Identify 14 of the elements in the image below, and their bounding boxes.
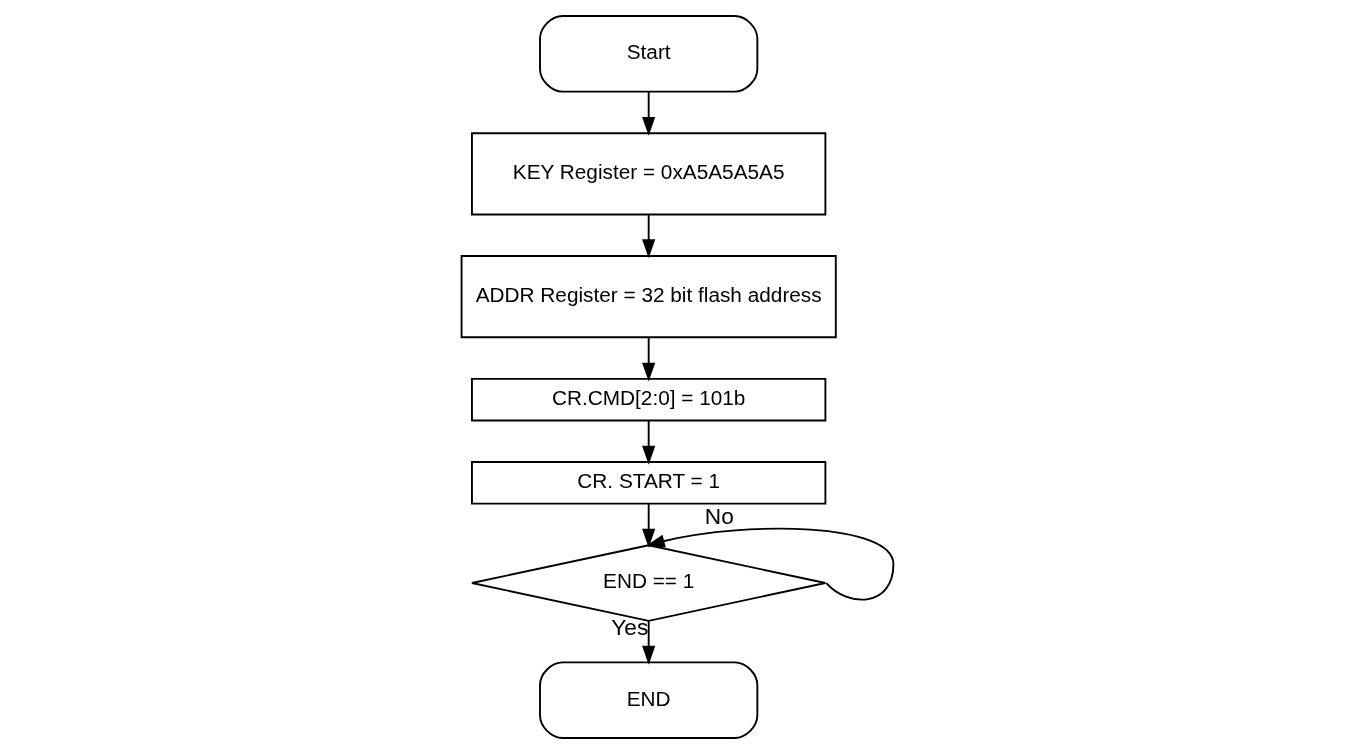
arrow — [641, 620, 655, 665]
arrow — [645, 527, 894, 601]
node-box: KEY Register = 0xA5A5A5A5 — [470, 132, 826, 216]
edge-label: No — [704, 503, 734, 530]
node-box: ADDR Register = 32 bit flash address — [460, 255, 837, 339]
arrow — [641, 213, 655, 259]
arrow — [641, 90, 655, 136]
node-box: CR. START = 1 — [470, 461, 826, 505]
node-box: CR.CMD[2:0] = 101b — [470, 377, 826, 422]
node-box: Start — [538, 15, 758, 93]
node-box: END — [538, 661, 758, 739]
arrow — [641, 419, 655, 465]
arrow — [641, 336, 655, 382]
arrow — [641, 503, 655, 548]
